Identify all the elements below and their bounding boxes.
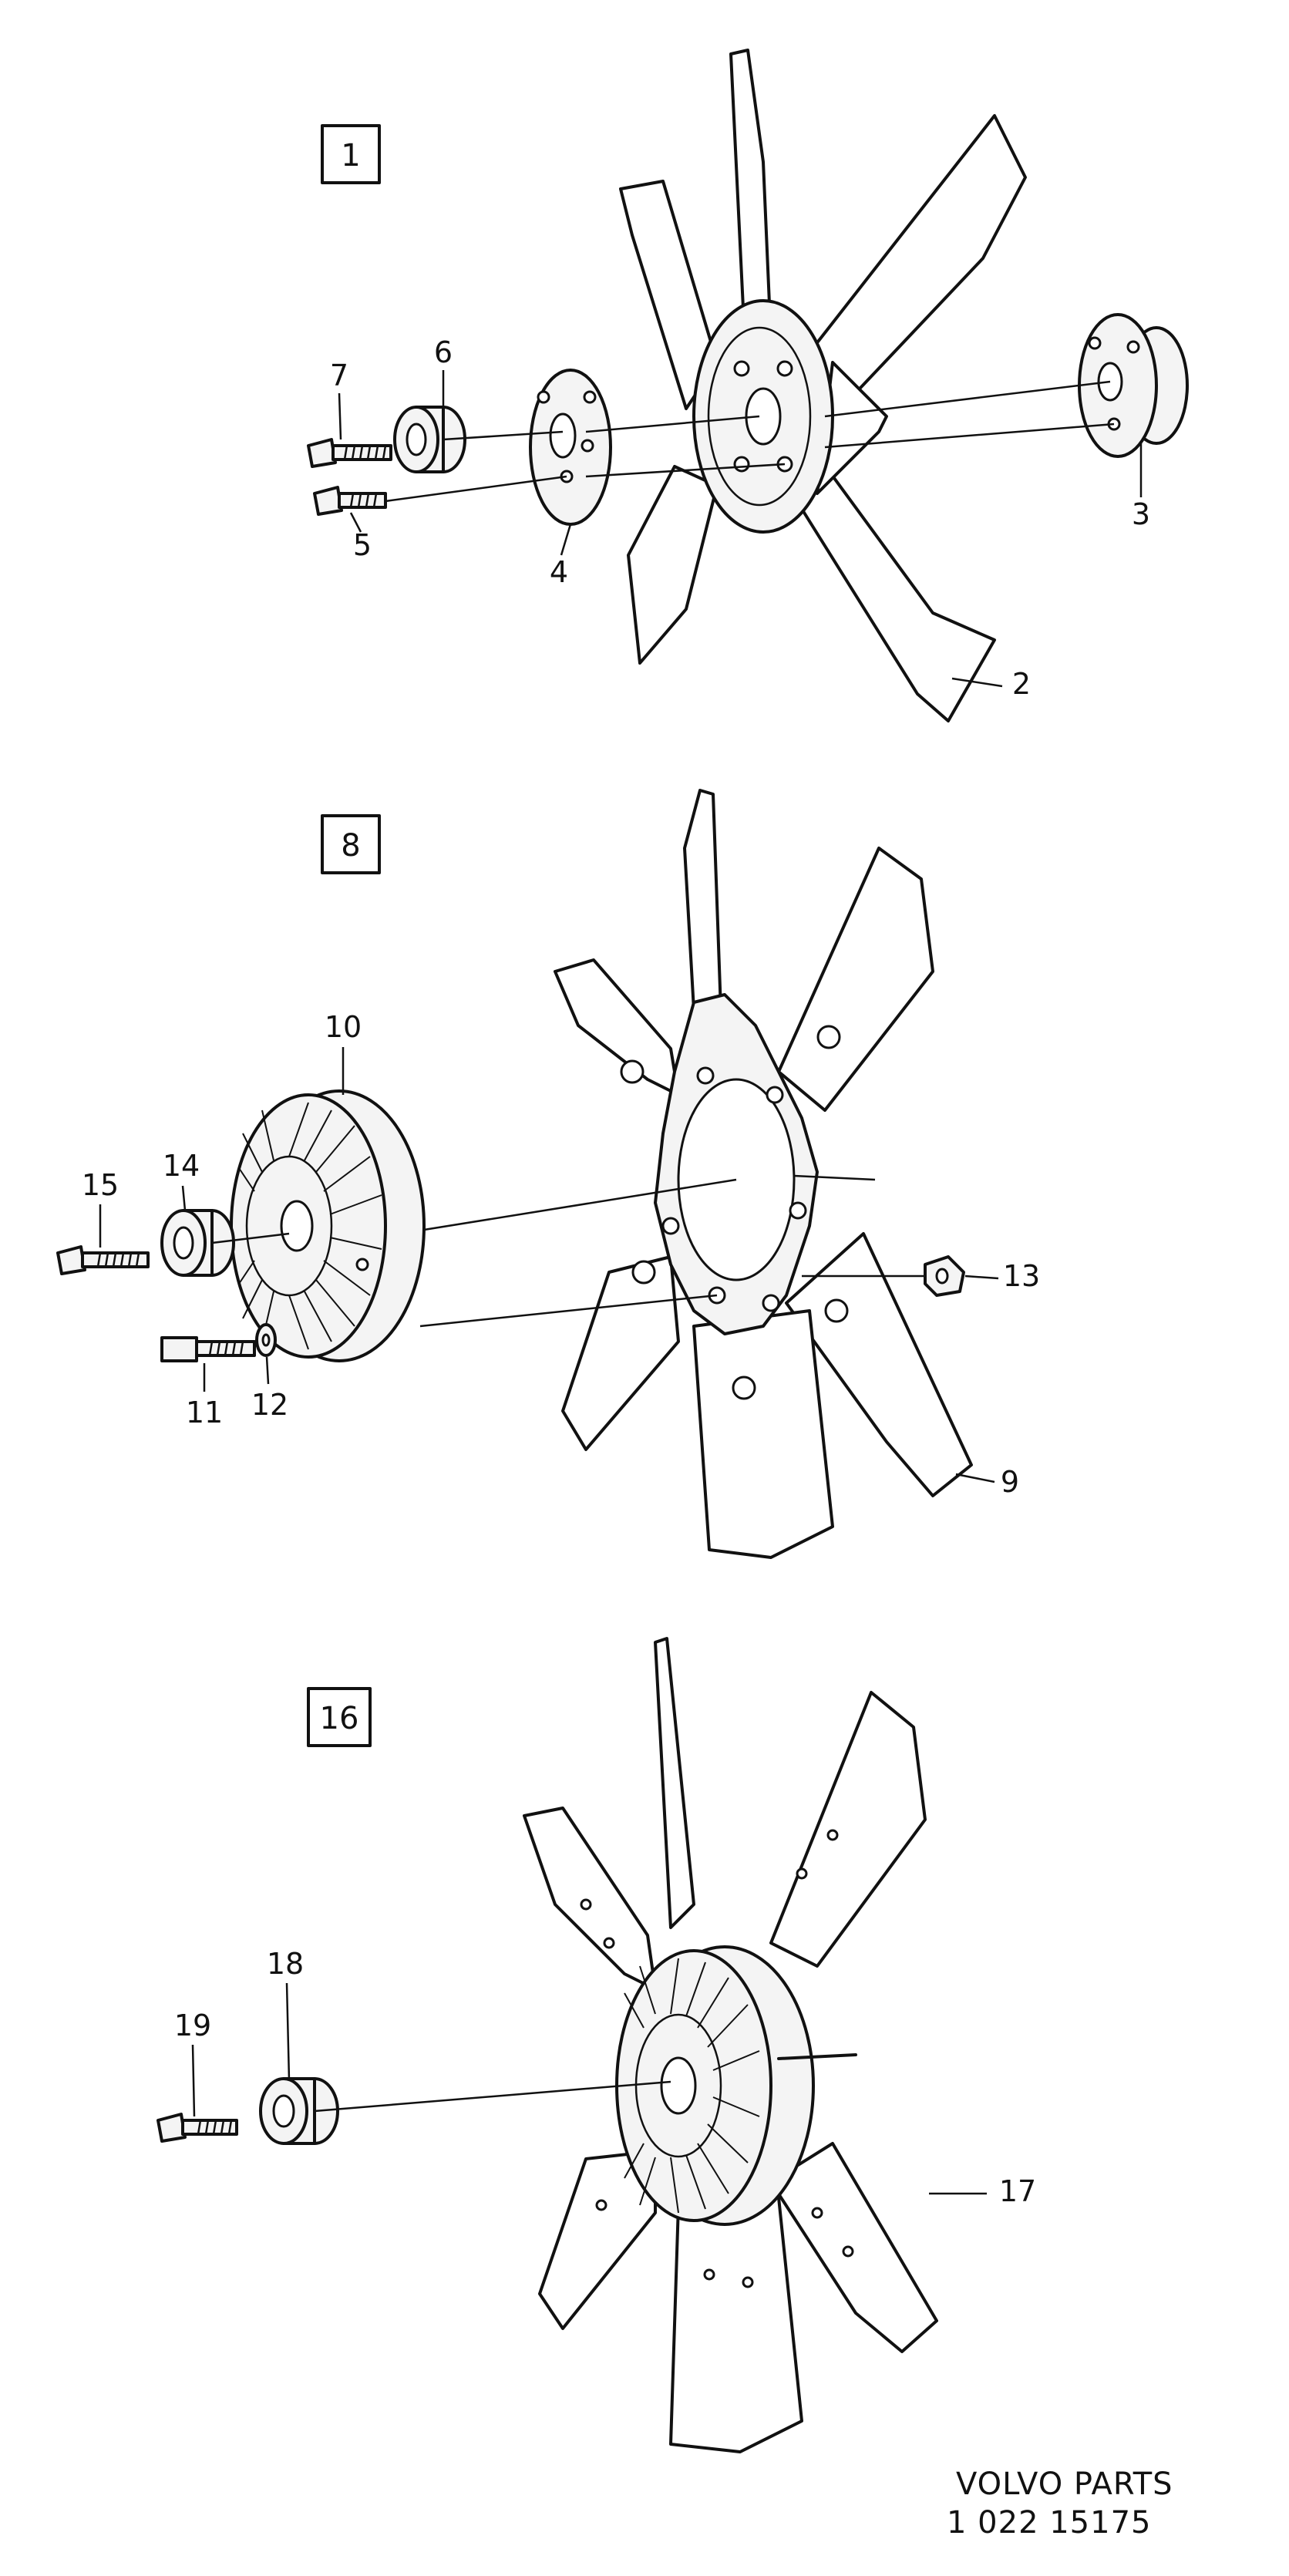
callout-11: 11 [186, 1396, 223, 1429]
callout-13: 13 [1003, 1259, 1040, 1293]
footer-diagram-number: 1 022 15175 [947, 2505, 1151, 2541]
part-12-washer [255, 1323, 277, 1357]
part-5-bolt [313, 486, 387, 516]
blade-rivets-group-8 [620, 1025, 849, 1400]
callout-18: 18 [267, 1947, 304, 1981]
callout-7: 7 [330, 359, 348, 392]
fan-blades-metal-6-b [523, 1637, 938, 2453]
assembly-lines-group-16 [314, 2080, 671, 2113]
part-10-viscous-clutch [230, 1089, 426, 1362]
callout-4: 4 [550, 555, 568, 589]
group-1-label: 1 [341, 138, 360, 173]
group-1-label-box [321, 124, 381, 184]
callout-10: 10 [325, 1010, 362, 1044]
callouts-group-1: 7 6 5 4 3 2 [330, 335, 1150, 701]
callout-6: 6 [434, 335, 453, 369]
assembly-lines-group-1 [385, 380, 1115, 503]
callout-14: 14 [163, 1149, 200, 1183]
part-7-bolt [307, 438, 392, 468]
group-8-label-box [321, 814, 381, 874]
part-15-bolt [56, 1245, 150, 1275]
group-8-clutch-fan-assembly: 8 [56, 789, 1040, 1559]
callout-12: 12 [251, 1388, 288, 1422]
fan-blades-metal-6 [554, 789, 973, 1559]
group-16-label-box [307, 1687, 372, 1747]
blade-rivets-group-16 [580, 1829, 854, 2288]
part-4-spacer-plate [529, 369, 612, 526]
part-11-bolt [160, 1336, 256, 1362]
callout-2: 2 [1012, 667, 1031, 701]
footer-brand: VOLVO PARTS [956, 2467, 1173, 2502]
callout-17: 17 [999, 2174, 1036, 2208]
group-16-integrated-fan-assembly: 16 [156, 1637, 1036, 2453]
part-18-sleeve [259, 2077, 339, 2145]
part-19-bolt [156, 2113, 238, 2143]
assembly-lines-group-8 [211, 1174, 925, 1328]
group-16-label: 16 [320, 1701, 359, 1736]
part-17-fan-with-clutch [615, 1945, 857, 2226]
callout-15: 15 [82, 1168, 119, 1202]
fan-blades-plain [619, 49, 1027, 722]
part-13-nut [924, 1255, 965, 1297]
callouts-group-16: 19 18 17 [174, 1947, 1036, 2208]
part-14-sleeve [160, 1209, 235, 1277]
part-3-pulley-flange [1078, 313, 1189, 458]
callout-9: 9 [1001, 1465, 1019, 1499]
callout-5: 5 [353, 528, 372, 562]
callouts-group-8: 10 14 15 11 12 13 9 [82, 1010, 1040, 1499]
callout-19: 19 [174, 2009, 211, 2042]
footer-part-reference: VOLVO PARTS 1 022 15175 [947, 2467, 1173, 2541]
fan-hub [692, 299, 834, 534]
callout-3: 3 [1132, 497, 1150, 531]
group-8-label: 8 [341, 828, 360, 864]
group-1-fan-assembly: 1 [307, 49, 1189, 722]
